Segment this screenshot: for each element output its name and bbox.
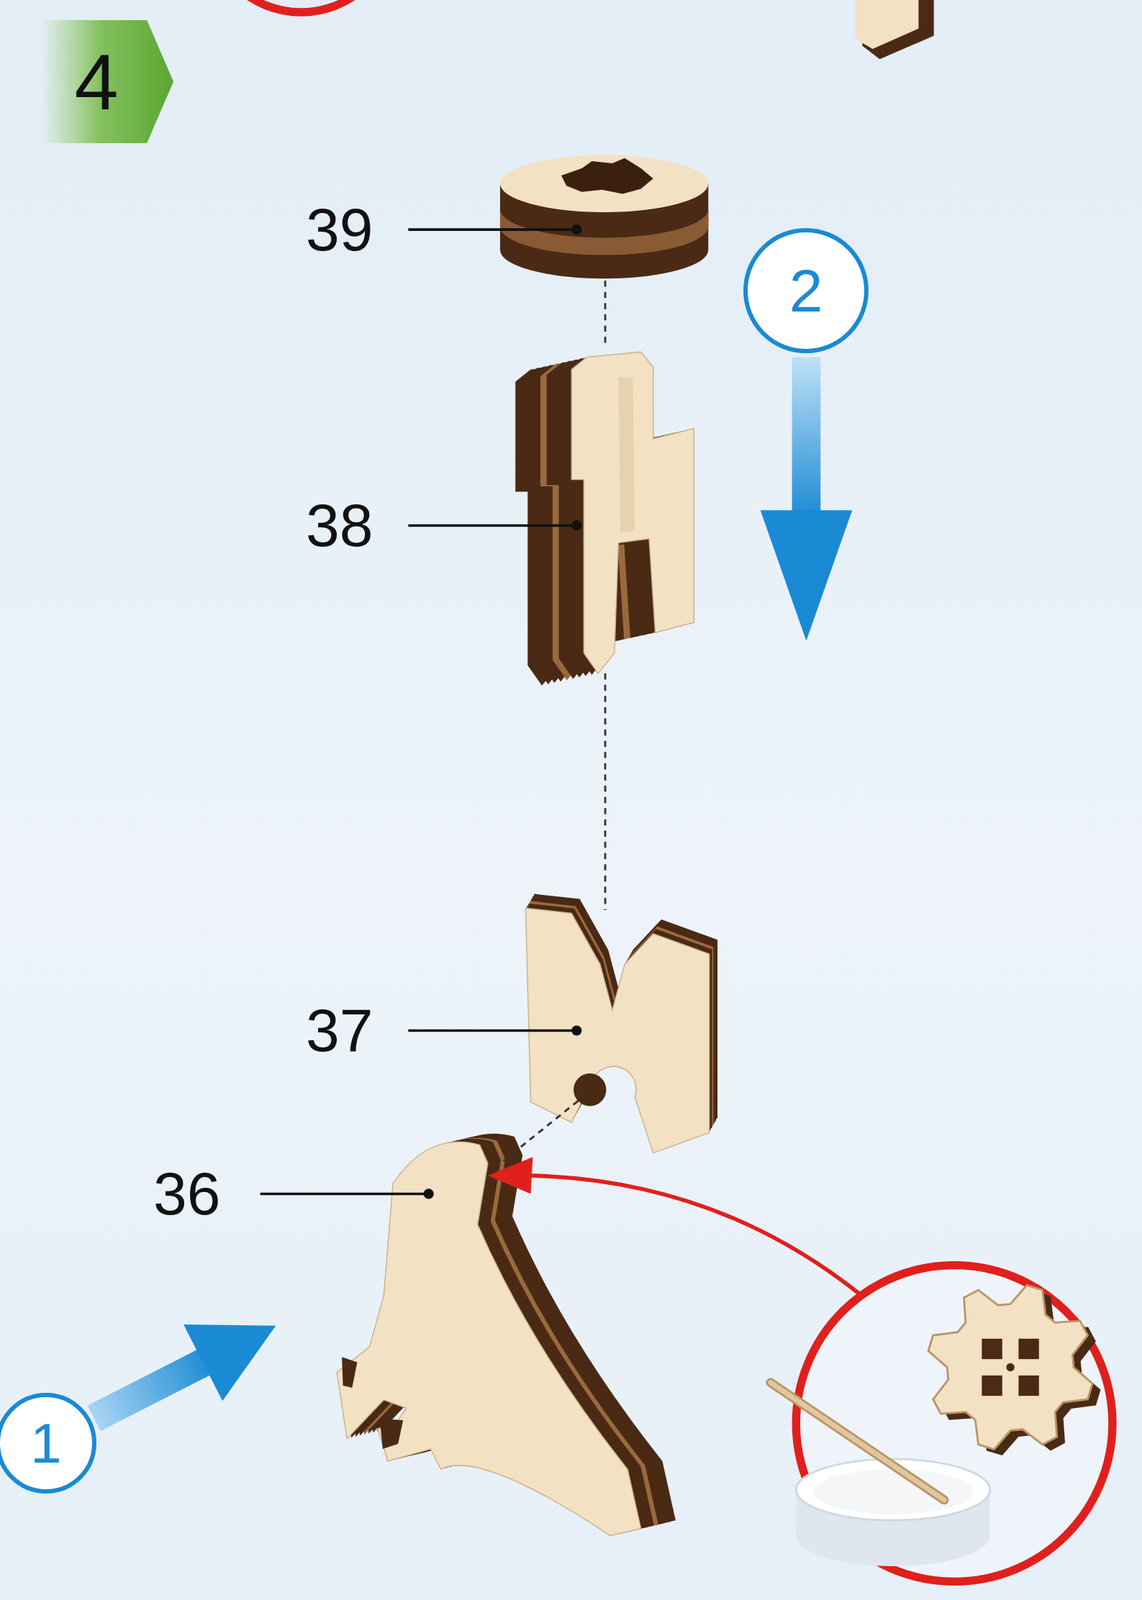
direction-arrow — [760, 356, 853, 641]
callout-number: 1 — [0, 1392, 98, 1495]
detail-circle — [207, 0, 396, 13]
callout-number-text: 1 — [0, 1392, 98, 1495]
wood-part — [855, 0, 935, 60]
part-number: 39 — [305, 199, 373, 260]
part-number: 38 — [305, 495, 373, 556]
callout-number-text: 2 — [742, 227, 870, 355]
leader-line — [260, 229, 578, 1194]
step-number: 4 — [41, 20, 174, 144]
wood-part — [525, 893, 718, 1153]
glue-detail — [770, 1265, 1113, 1583]
step-number-text: 4 — [41, 20, 174, 144]
alignment-line — [497, 280, 606, 1166]
part-number: 37 — [305, 1000, 373, 1061]
part-number: 36 — [153, 1163, 221, 1225]
leader-dot — [423, 224, 583, 1199]
detail-arrow — [487, 1157, 860, 1294]
wood-disc — [500, 155, 709, 280]
wood-part — [515, 351, 694, 686]
direction-arrow — [74, 1288, 296, 1458]
callout-number: 2 — [742, 227, 870, 355]
